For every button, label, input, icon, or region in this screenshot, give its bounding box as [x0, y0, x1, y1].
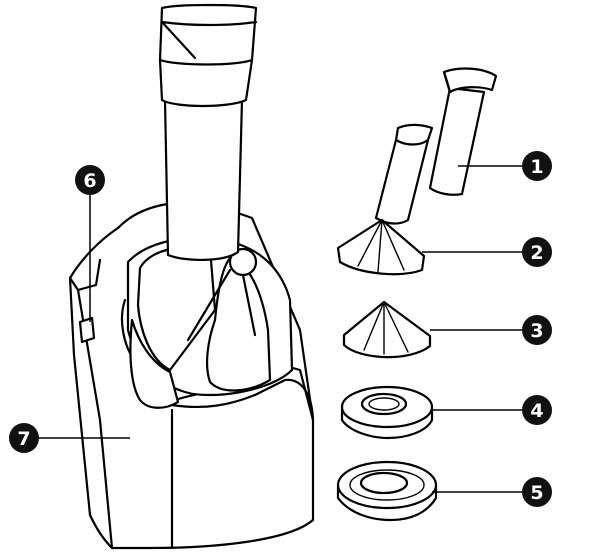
callout-badge-7: 7: [9, 423, 39, 453]
switch-icon: [78, 316, 96, 344]
callout-number: 1: [530, 156, 543, 178]
callout-number: 7: [17, 428, 30, 450]
blade-cone-icon: [342, 300, 432, 359]
callout-badge-5: 5: [522, 477, 552, 507]
callout-number: 2: [530, 242, 543, 264]
pusher-tube-icon: [428, 67, 498, 196]
assembled-machine: [68, 3, 315, 550]
leader-lines: [37, 165, 522, 493]
callout-badge-1: 1: [522, 151, 552, 181]
callout-number: 5: [530, 482, 543, 504]
callout-number: 3: [530, 320, 543, 342]
callout-number: 6: [83, 170, 96, 192]
small-ring-icon: [340, 385, 434, 440]
callout-badge-3: 3: [522, 315, 552, 345]
large-ring-icon: [336, 460, 438, 522]
callout-badge-2: 2: [522, 237, 552, 267]
callout-badge-4: 4: [522, 395, 552, 425]
machine-chute: [158, 3, 258, 262]
callout-badge-6: 6: [75, 165, 105, 195]
machine-head: [120, 236, 294, 409]
chute-cone-icon: [336, 123, 434, 276]
callout-number: 4: [530, 400, 543, 422]
